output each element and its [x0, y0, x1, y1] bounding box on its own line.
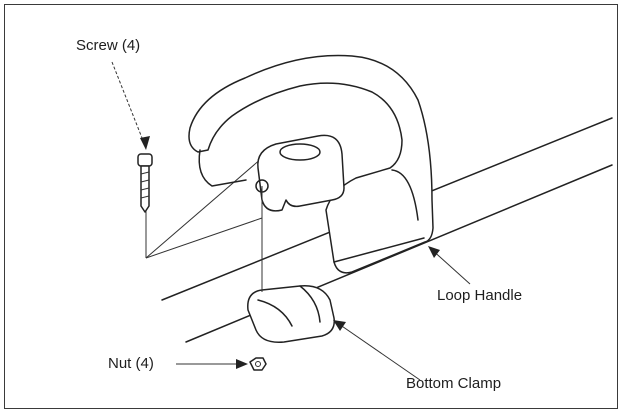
screw — [137, 153, 153, 213]
leader-lines — [111, 61, 471, 381]
nut — [249, 357, 267, 371]
top-clamp — [255, 134, 345, 272]
nut-label: Nut (4) — [108, 355, 154, 372]
screw-label: Screw (4) — [76, 37, 141, 54]
loop-handle-label: Loop Handle — [437, 287, 523, 304]
bottom-clamp — [247, 272, 335, 343]
loop-handle — [188, 54, 434, 274]
bottom-clamp-label: Bottom Clamp — [406, 375, 502, 392]
screw-guide-lines — [145, 157, 263, 259]
